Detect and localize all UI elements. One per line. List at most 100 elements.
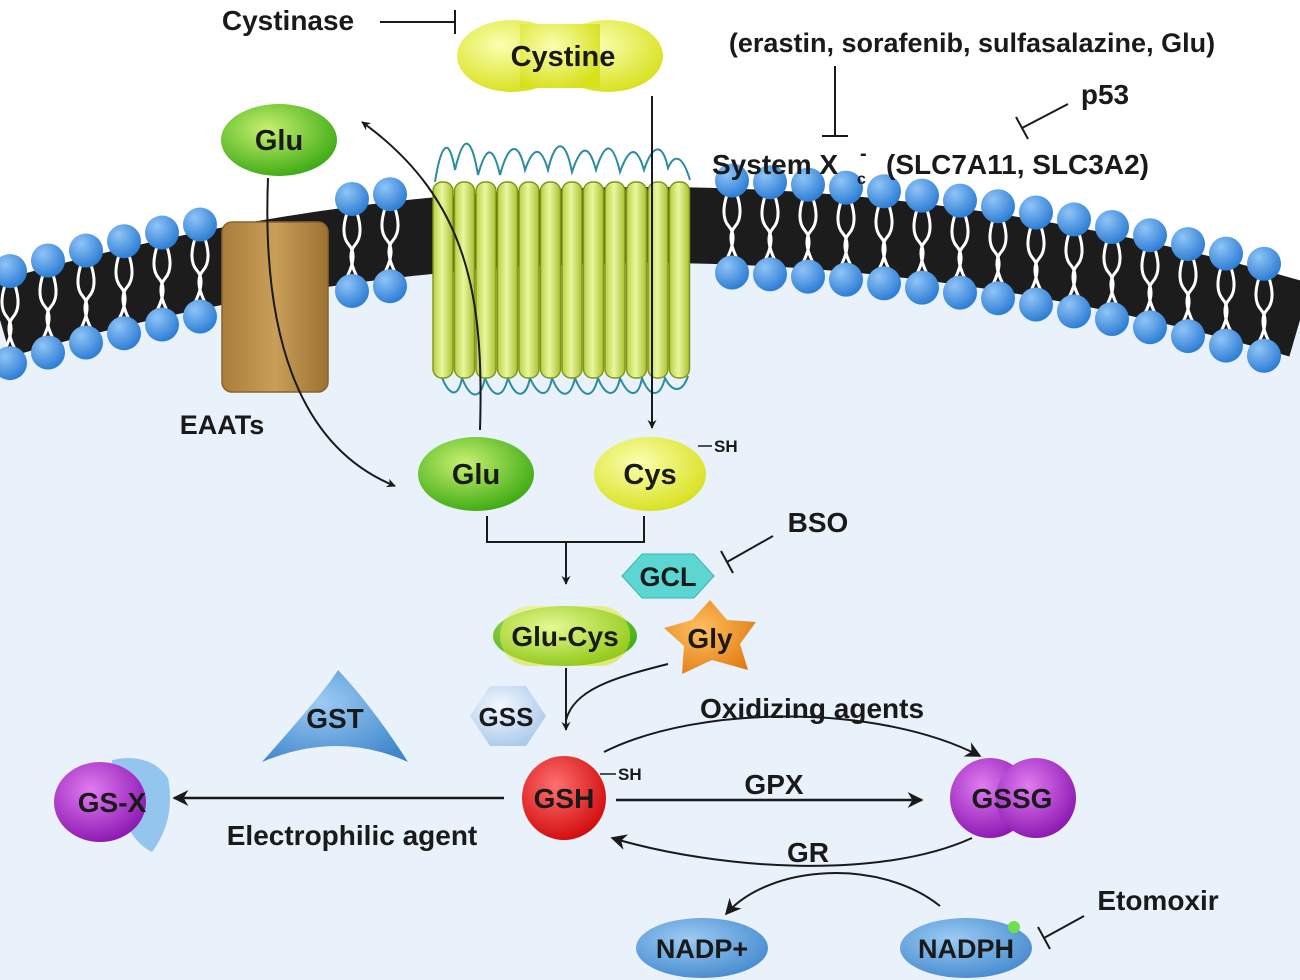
lipid-head bbox=[1019, 287, 1053, 322]
lipid-head bbox=[829, 170, 863, 205]
transporter-helix bbox=[518, 181, 540, 379]
lipid-head bbox=[1171, 227, 1205, 262]
etomoxir-inhibit-bar bbox=[1037, 926, 1051, 950]
lipid-tail bbox=[7, 284, 20, 350]
lipid-tail bbox=[349, 212, 362, 278]
cys-sh-label: SH bbox=[714, 437, 738, 456]
lipid-head bbox=[753, 165, 787, 200]
lipid-tail bbox=[1033, 226, 1046, 292]
transporter-loops-top bbox=[434, 142, 691, 183]
lipid-head bbox=[1019, 195, 1053, 230]
gr-label: GR bbox=[787, 837, 829, 868]
gssg-node: GSSG bbox=[950, 758, 1076, 838]
transporter-helix bbox=[582, 181, 605, 379]
gsx-label: GS-X bbox=[78, 787, 147, 818]
lipid-tails bbox=[0, 194, 1274, 350]
lipid-head bbox=[373, 177, 407, 212]
lipid-head bbox=[943, 183, 977, 218]
inhibitors-label: (erastin, sorafenib, sulfasalazine, Glu) bbox=[729, 28, 1215, 58]
lipid-head bbox=[1095, 301, 1129, 336]
lipid-tail bbox=[387, 207, 400, 273]
lipid-head bbox=[1209, 236, 1243, 271]
cystine-node: Cystine bbox=[457, 20, 663, 92]
cys-node bbox=[594, 437, 706, 511]
nadph-to-nadp-arrow bbox=[724, 872, 941, 916]
lipid-tail bbox=[1109, 240, 1122, 306]
transporter-helix bbox=[625, 181, 648, 379]
lipid-tail bbox=[121, 254, 134, 320]
glu-outside-label: Glu bbox=[255, 125, 303, 157]
gsx-node bbox=[54, 762, 146, 842]
lipid-tail bbox=[197, 238, 210, 304]
transporter-helix bbox=[561, 181, 583, 379]
gcl-label: GCL bbox=[640, 562, 697, 592]
lipid-head bbox=[715, 255, 749, 290]
lipid-head bbox=[145, 215, 179, 250]
etomoxir-label: Etomoxir bbox=[1097, 885, 1218, 916]
lipid-tail bbox=[1071, 232, 1084, 299]
lipid-head bbox=[1133, 310, 1167, 345]
lipid-head bbox=[69, 233, 103, 268]
lipid-tail bbox=[919, 209, 932, 275]
system-xc-superscript: - bbox=[860, 143, 867, 165]
lipid-head bbox=[791, 167, 825, 202]
lipid-head bbox=[753, 257, 787, 292]
cystine-label: Cystine bbox=[511, 41, 616, 73]
bso-inhibit-bar bbox=[720, 550, 734, 574]
lipid-tail bbox=[1223, 267, 1236, 333]
electrophilic-agent-label: Electrophilic agent bbox=[227, 820, 478, 851]
nadph-marker-dot bbox=[1008, 921, 1020, 933]
lipid-heads-outer bbox=[0, 163, 1281, 289]
transporter-helix bbox=[539, 181, 562, 379]
gr-arrow bbox=[610, 834, 973, 867]
lipid-tail bbox=[1185, 257, 1198, 323]
lipid-head bbox=[0, 254, 27, 289]
transporter-loops-bottom bbox=[439, 371, 689, 396]
lipid-tail bbox=[805, 198, 818, 264]
gst-label: GST bbox=[306, 703, 364, 734]
lipid-head bbox=[1095, 209, 1129, 244]
glu-outside-node bbox=[221, 104, 337, 176]
gssg-label: GSSG bbox=[972, 783, 1053, 814]
lipid-head bbox=[0, 346, 27, 381]
lipid-head bbox=[1171, 319, 1205, 354]
lipid-head bbox=[145, 307, 179, 342]
gpx-label: GPX bbox=[744, 769, 803, 800]
lipid-head bbox=[867, 174, 901, 209]
lipid-head bbox=[829, 262, 863, 297]
lipid-head bbox=[107, 316, 141, 351]
lipid-head bbox=[905, 178, 939, 213]
lipid-head bbox=[981, 281, 1015, 316]
lipid-tail bbox=[843, 201, 856, 267]
glu-import-arrow bbox=[266, 177, 396, 488]
gly-star bbox=[664, 600, 756, 674]
bso-label: BSO bbox=[788, 507, 849, 538]
transporter-helix bbox=[668, 181, 691, 379]
lipid-head bbox=[31, 243, 65, 278]
lipid-head bbox=[905, 270, 939, 305]
nadph-label: NADPH bbox=[918, 934, 1014, 964]
lipid-head bbox=[1247, 338, 1281, 373]
transporter-helix bbox=[453, 181, 476, 379]
lipid-head bbox=[183, 299, 217, 334]
gsh-node bbox=[522, 756, 606, 840]
system-xc-label: System X c - (SLC7A11, SLC3A2) bbox=[712, 143, 1149, 188]
transporter-helix bbox=[475, 181, 497, 379]
lipid-head bbox=[183, 207, 217, 242]
lipid-tail bbox=[1261, 277, 1274, 343]
gcl-enzyme bbox=[621, 553, 715, 599]
gss-enzyme bbox=[470, 686, 546, 746]
nadp-plus-label: NADP+ bbox=[656, 934, 748, 964]
lipid-head bbox=[1057, 294, 1091, 329]
p53-label: p53 bbox=[1081, 79, 1129, 110]
lipid-tail bbox=[767, 195, 780, 261]
system-xc-genes: (SLC7A11, SLC3A2) bbox=[886, 149, 1149, 180]
transporter-helix bbox=[496, 181, 519, 379]
lipid-tail bbox=[159, 246, 172, 312]
lipid-head bbox=[335, 273, 369, 308]
gss-label: GSS bbox=[479, 702, 534, 732]
lipid-tail bbox=[995, 219, 1008, 285]
lipid-tail bbox=[881, 204, 894, 270]
glu-export-arrow bbox=[361, 121, 482, 431]
